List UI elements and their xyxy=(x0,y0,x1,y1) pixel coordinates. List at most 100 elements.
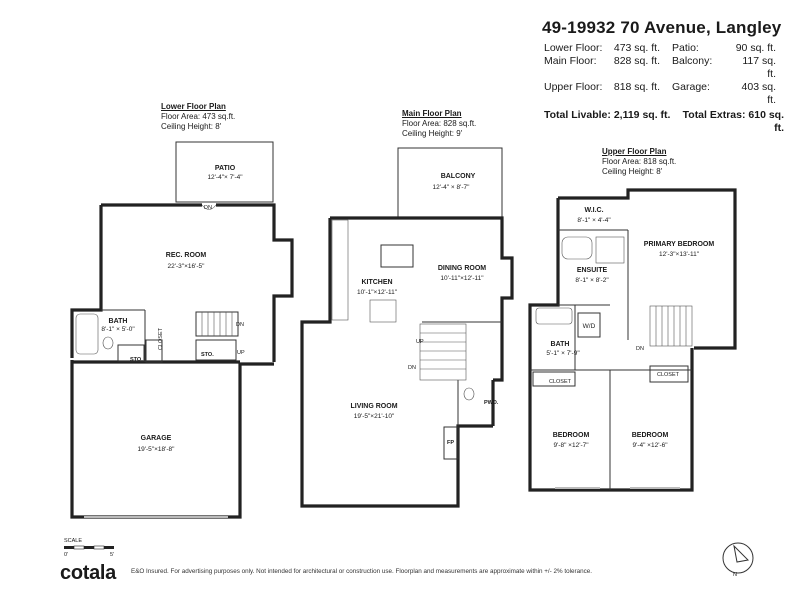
area-row-main: Main Floor: 828 sq. ft. Balcony: 117 sq.… xyxy=(544,55,784,81)
wall xyxy=(70,205,103,358)
wall xyxy=(300,218,493,508)
room-label-powder: PWD. xyxy=(484,400,499,406)
toilet-shape xyxy=(463,387,475,401)
patio-outline xyxy=(175,141,274,203)
room-dims-garage: 19'-5"×18'-8" xyxy=(138,446,176,453)
main-floor-plan: BALCONY 12'-4" × 8'-7" KITCHEN 10'-1"×12… xyxy=(300,147,514,508)
wall xyxy=(70,360,274,519)
area-label: Balcony: xyxy=(672,55,713,67)
main-floor-ceiling: Ceiling Height: 9' xyxy=(402,129,463,138)
upper-floor-title: Upper Floor Plan xyxy=(602,147,667,156)
room-label-closet-lower: CLOSET xyxy=(158,327,164,350)
total-livable-label: Total Livable: xyxy=(544,109,611,121)
room-label-bedroom-1: BEDROOM xyxy=(553,432,590,439)
area-value: 117 sq. ft. xyxy=(742,55,776,80)
toilet-shape xyxy=(102,336,114,350)
main-floor-title: Main Floor Plan xyxy=(402,109,462,118)
room-dims-bedroom-2: 9'-4" ×12'-6" xyxy=(632,442,668,449)
total-extras-value: 610 sq. ft. xyxy=(748,109,784,134)
area-label: Upper Floor: xyxy=(544,81,603,93)
area-row-upper: Upper Floor: 818 sq. ft. Garage: 403 sq.… xyxy=(544,81,784,107)
stairs-lines xyxy=(655,306,687,346)
room-label-garage: GARAGE xyxy=(141,435,172,442)
room-label-ensuite: ENSUITE xyxy=(577,267,608,274)
room-label-bedroom-2: BEDROOM xyxy=(632,432,669,439)
lower-floor-plan: PATIO 12'-4"× 7'-4" REC. ROOM 22'-3"×16'… xyxy=(70,141,294,519)
closet-box xyxy=(649,365,689,383)
room-label-dining: DINING ROOM xyxy=(438,265,486,272)
main-stair-box xyxy=(419,323,467,381)
shower-box xyxy=(595,236,625,264)
room-dims-bath-lower: 8'-1" × 5'-0" xyxy=(101,326,135,333)
room-label-bath-upper: BATH xyxy=(551,341,570,348)
door-label-dn: DN xyxy=(204,205,212,211)
stair-label-up: UP xyxy=(237,350,245,356)
closet-box xyxy=(145,339,163,363)
area-label: Garage: xyxy=(672,81,710,93)
lower-floor-area: Floor Area: 473 sq.ft. xyxy=(161,112,236,121)
area-label: Main Floor: xyxy=(544,55,597,67)
disclaimer-text: E&O Insured. For advertising purposes on… xyxy=(131,568,593,575)
area-row-lower: Lower Floor: 473 sq. ft. Patio: 90 sq. f… xyxy=(544,42,784,55)
kitchen-counter xyxy=(331,219,349,321)
main-floor-area: Floor Area: 828 sq.ft. xyxy=(402,119,477,128)
area-value: 818 sq. ft. xyxy=(613,81,660,93)
room-label-bath-lower: BATH xyxy=(109,318,128,325)
upper-floor-ceiling: Ceiling Height: 8' xyxy=(602,167,663,176)
balcony-outline xyxy=(397,147,503,219)
storage-box xyxy=(117,344,145,362)
room-dims-bath-upper: 5'-1" × 7'-9" xyxy=(546,350,580,357)
stair-label-dn: DN xyxy=(236,322,244,328)
scale-bar: SCALE 0' 5' xyxy=(64,538,114,558)
scale-zero: 0' xyxy=(64,552,68,558)
area-label: Patio: xyxy=(672,42,699,54)
room-label-fireplace: FP xyxy=(447,440,454,446)
room-label-wic: W.I.C. xyxy=(584,207,603,214)
property-address-title: 49-19932 70 Avenue, Langley xyxy=(542,18,782,37)
room-label-balcony: BALCONY xyxy=(441,173,476,180)
kitchen-island xyxy=(380,244,414,268)
closet-box xyxy=(532,371,576,387)
room-label-storage: STO. xyxy=(130,357,143,363)
room-label-washer-dryer: W/D xyxy=(583,323,596,330)
room-dims-kitchen: 10'-1"×12'-11" xyxy=(357,289,398,296)
upper-floor-plan: W.I.C. 8'-1" × 4'-4" PRIMARY BEDROOM 12'… xyxy=(528,188,737,492)
bathtub-shape xyxy=(535,307,573,325)
room-dims-ensuite: 8'-1" × 8'-2" xyxy=(575,277,609,284)
bathtub-shape xyxy=(75,313,99,355)
room-label-closet: CLOSET xyxy=(549,379,572,385)
fireplace-box xyxy=(443,426,459,460)
stair-box xyxy=(195,311,239,337)
room-dims-primary-bedroom: 12'-3"×13'-11" xyxy=(659,251,700,258)
storage-box xyxy=(195,339,237,361)
washer-dryer-box xyxy=(577,312,601,338)
area-summary-table: Lower Floor: 473 sq. ft. Patio: 90 sq. f… xyxy=(544,42,784,135)
lower-floor-header: Lower Floor Plan Floor Area: 473 sq.ft. … xyxy=(161,102,235,132)
area-value: 473 sq. ft. xyxy=(613,42,660,54)
lower-floor-ceiling: Ceiling Height: 8' xyxy=(161,122,222,131)
room-label-storage: STO. xyxy=(201,352,214,358)
stairs-lines xyxy=(420,332,466,370)
north-compass: N xyxy=(722,542,754,578)
upper-stair-box xyxy=(649,305,693,347)
room-dims-dining: 10'-11"×12'-11" xyxy=(440,275,484,282)
area-value: 403 sq. ft. xyxy=(741,81,776,106)
stair-label-dn: DN xyxy=(408,365,416,371)
room-label-primary-bedroom: PRIMARY BEDROOM xyxy=(644,241,715,248)
room-label-patio: PATIO xyxy=(215,165,236,172)
lower-floor-title: Lower Floor Plan xyxy=(161,102,226,111)
upper-floor-header: Upper Floor Plan Floor Area: 818 sq.ft. … xyxy=(602,147,676,177)
compass-circle xyxy=(722,542,754,574)
room-dims-bedroom-1: 9'-8" ×12'-7" xyxy=(553,442,589,449)
wall xyxy=(558,188,737,350)
main-floor-header: Main Floor Plan Floor Area: 828 sq.ft. C… xyxy=(402,109,476,139)
area-totals-row: Total Livable: 2,119 sq. ft. Total Extra… xyxy=(544,109,784,135)
room-dims-patio: 12'-4"× 7'-4" xyxy=(207,174,243,181)
scale-five: 5' xyxy=(110,552,114,558)
room-label-closet: CLOSET xyxy=(657,372,680,378)
total-extras-label: Total Extras: xyxy=(682,109,746,121)
soaker-tub xyxy=(561,236,593,260)
room-dims-balcony: 12'-4" × 8'-7" xyxy=(433,184,471,191)
wall xyxy=(528,198,694,492)
